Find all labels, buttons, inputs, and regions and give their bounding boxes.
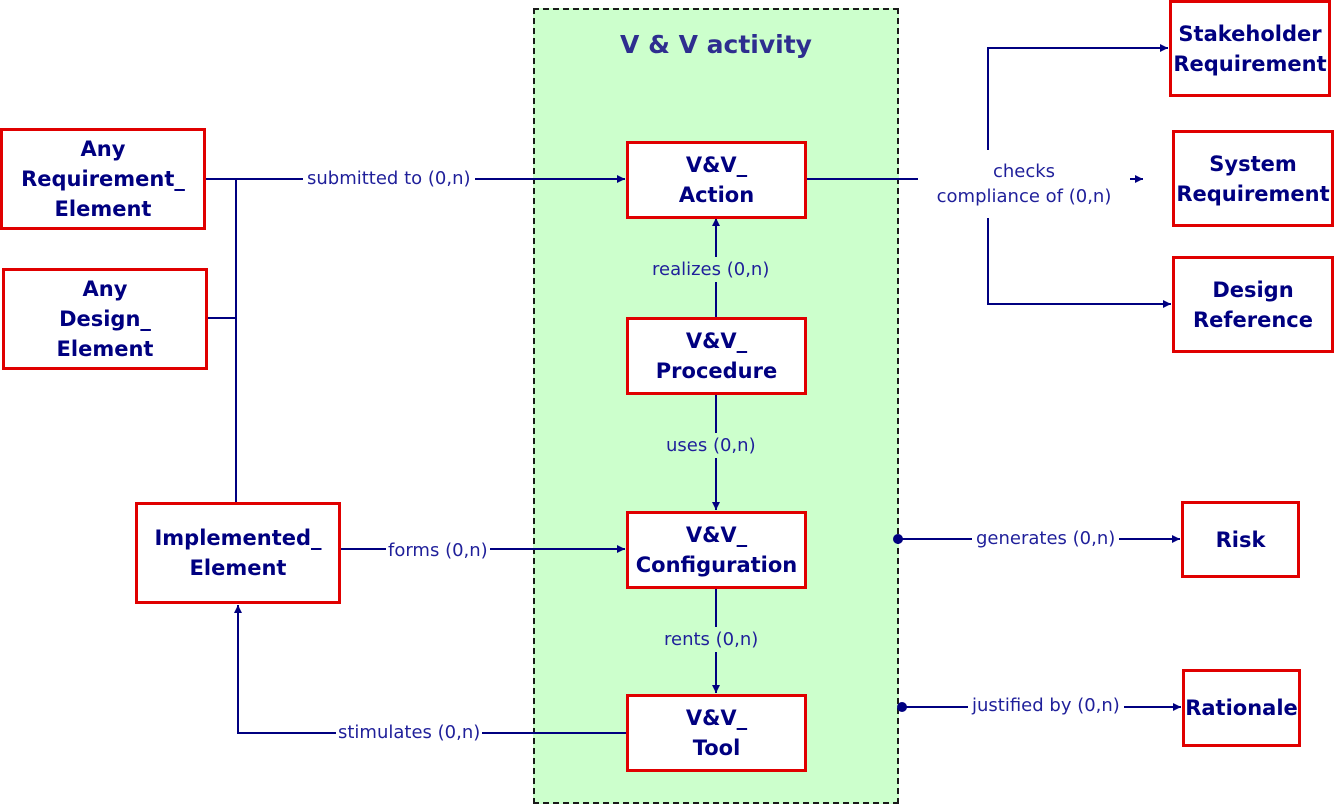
stakeholder-requirement-node: Stakeholder Requirement [1169,0,1331,97]
any-requirement-element-node: Any Requirement_ Element [0,128,206,230]
forms-label: forms (0,n) [386,538,490,563]
justified-by-origin-dot [897,702,907,712]
vv-action-node: V&V_ Action [626,141,807,219]
vv-procedure-node: V&V_ Procedure [626,317,807,395]
to-design-reference-arrow [987,218,1171,308]
stimulates-label: stimulates (0,n) [336,720,483,745]
rents-label: rents (0,n) [662,627,761,652]
rationale-node: Rationale [1182,669,1301,747]
to-stakeholder-arrow [987,44,1168,150]
vv-activity-title: V & V activity [620,30,812,59]
uses-label: uses (0,n) [664,433,758,458]
generates-label: generates (0,n) [972,526,1120,551]
vv-tool-node: V&V_ Tool [626,694,807,772]
stimulates-arrow [234,605,627,734]
design-reference-node: Design Reference [1172,256,1334,353]
system-requirement-node: System Requirement [1172,130,1334,227]
justified-by-label: justified by (0,n) [968,693,1124,718]
vv-configuration-node: V&V_ Configuration [626,511,807,589]
submitted-to-label: submitted to (0,n) [303,166,475,191]
checks-compliance-label: checks compliance of (0,n) [918,159,1130,209]
realizes-label: realizes (0,n) [650,257,772,282]
implemented-element-node: Implemented_ Element [135,502,341,604]
any-design-element-node: Any Design_ Element [2,268,208,370]
generates-origin-dot [893,534,903,544]
risk-node: Risk [1181,501,1300,578]
